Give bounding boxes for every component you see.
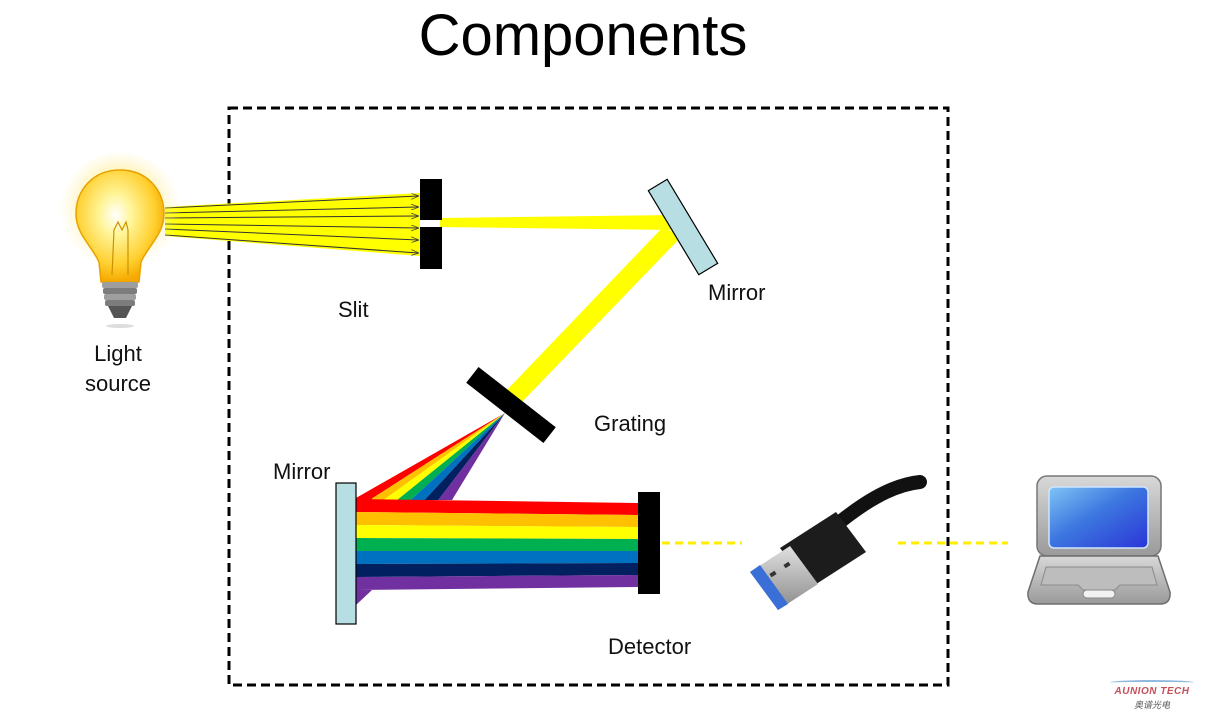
logo-text-cn: 奥谱光电 — [1133, 700, 1170, 710]
collimated-spectrum-bands — [356, 499, 638, 605]
light-ray — [164, 234, 418, 253]
spectrum-band — [356, 525, 638, 539]
light-source-label: Light source — [70, 339, 166, 399]
slit-label: Slit — [338, 297, 369, 322]
slit — [420, 179, 442, 269]
light-source-label-line1: Light — [94, 341, 142, 366]
grating-label: Grating — [594, 411, 667, 436]
spectrum-fan-segment — [369, 413, 505, 500]
spectrometer-enclosure-border — [227, 106, 950, 687]
light-source-label-line2: source — [84, 371, 152, 396]
company-logo: AUNION TECH 奥谱光电 — [1104, 680, 1200, 720]
diffraction-grating — [466, 366, 556, 444]
spectrum-band — [356, 551, 638, 564]
spectrum-band — [356, 575, 638, 590]
top-mirror — [647, 178, 719, 276]
spectrum-fan-segment — [356, 490, 372, 502]
light-ray — [164, 216, 418, 218]
spectrum-fan-segment — [438, 413, 505, 500]
light-ray — [164, 207, 418, 214]
incoming-light-beams — [164, 193, 420, 256]
light-ray — [164, 228, 418, 240]
light-bulb-icon — [58, 153, 182, 328]
spectrum-fan-segment — [410, 413, 505, 500]
light-ray — [164, 196, 418, 209]
spectrum-fan-segment — [356, 413, 505, 500]
slide-title: Components — [418, 3, 748, 68]
spectrum-band — [356, 590, 372, 605]
beam-mirror-to-grating — [505, 228, 683, 404]
top-mirror-label: Mirror — [708, 280, 766, 305]
detector-label: Detector — [608, 634, 692, 659]
light-ray — [164, 223, 418, 228]
spectrum-band — [356, 499, 638, 515]
laptop-icon — [1027, 475, 1171, 605]
bottom-mirror — [335, 482, 357, 625]
bottom-mirror-label: Mirror — [273, 459, 331, 484]
beam-slit-to-mirror — [440, 215, 675, 230]
spectrum-band — [356, 512, 638, 527]
spectrum-fan-segment — [397, 413, 505, 500]
logo-text-en: AUNION TECH — [1114, 686, 1190, 697]
detector — [638, 492, 660, 594]
spectrum-band — [356, 563, 638, 577]
spectrum-band — [356, 538, 638, 551]
spectrum-fan-segment — [424, 413, 505, 500]
usb-cable-icon — [750, 475, 927, 610]
spectrum-fan-segment — [383, 413, 505, 500]
dispersed-spectrum-fan — [356, 413, 505, 502]
logo-swoosh — [1110, 680, 1194, 685]
